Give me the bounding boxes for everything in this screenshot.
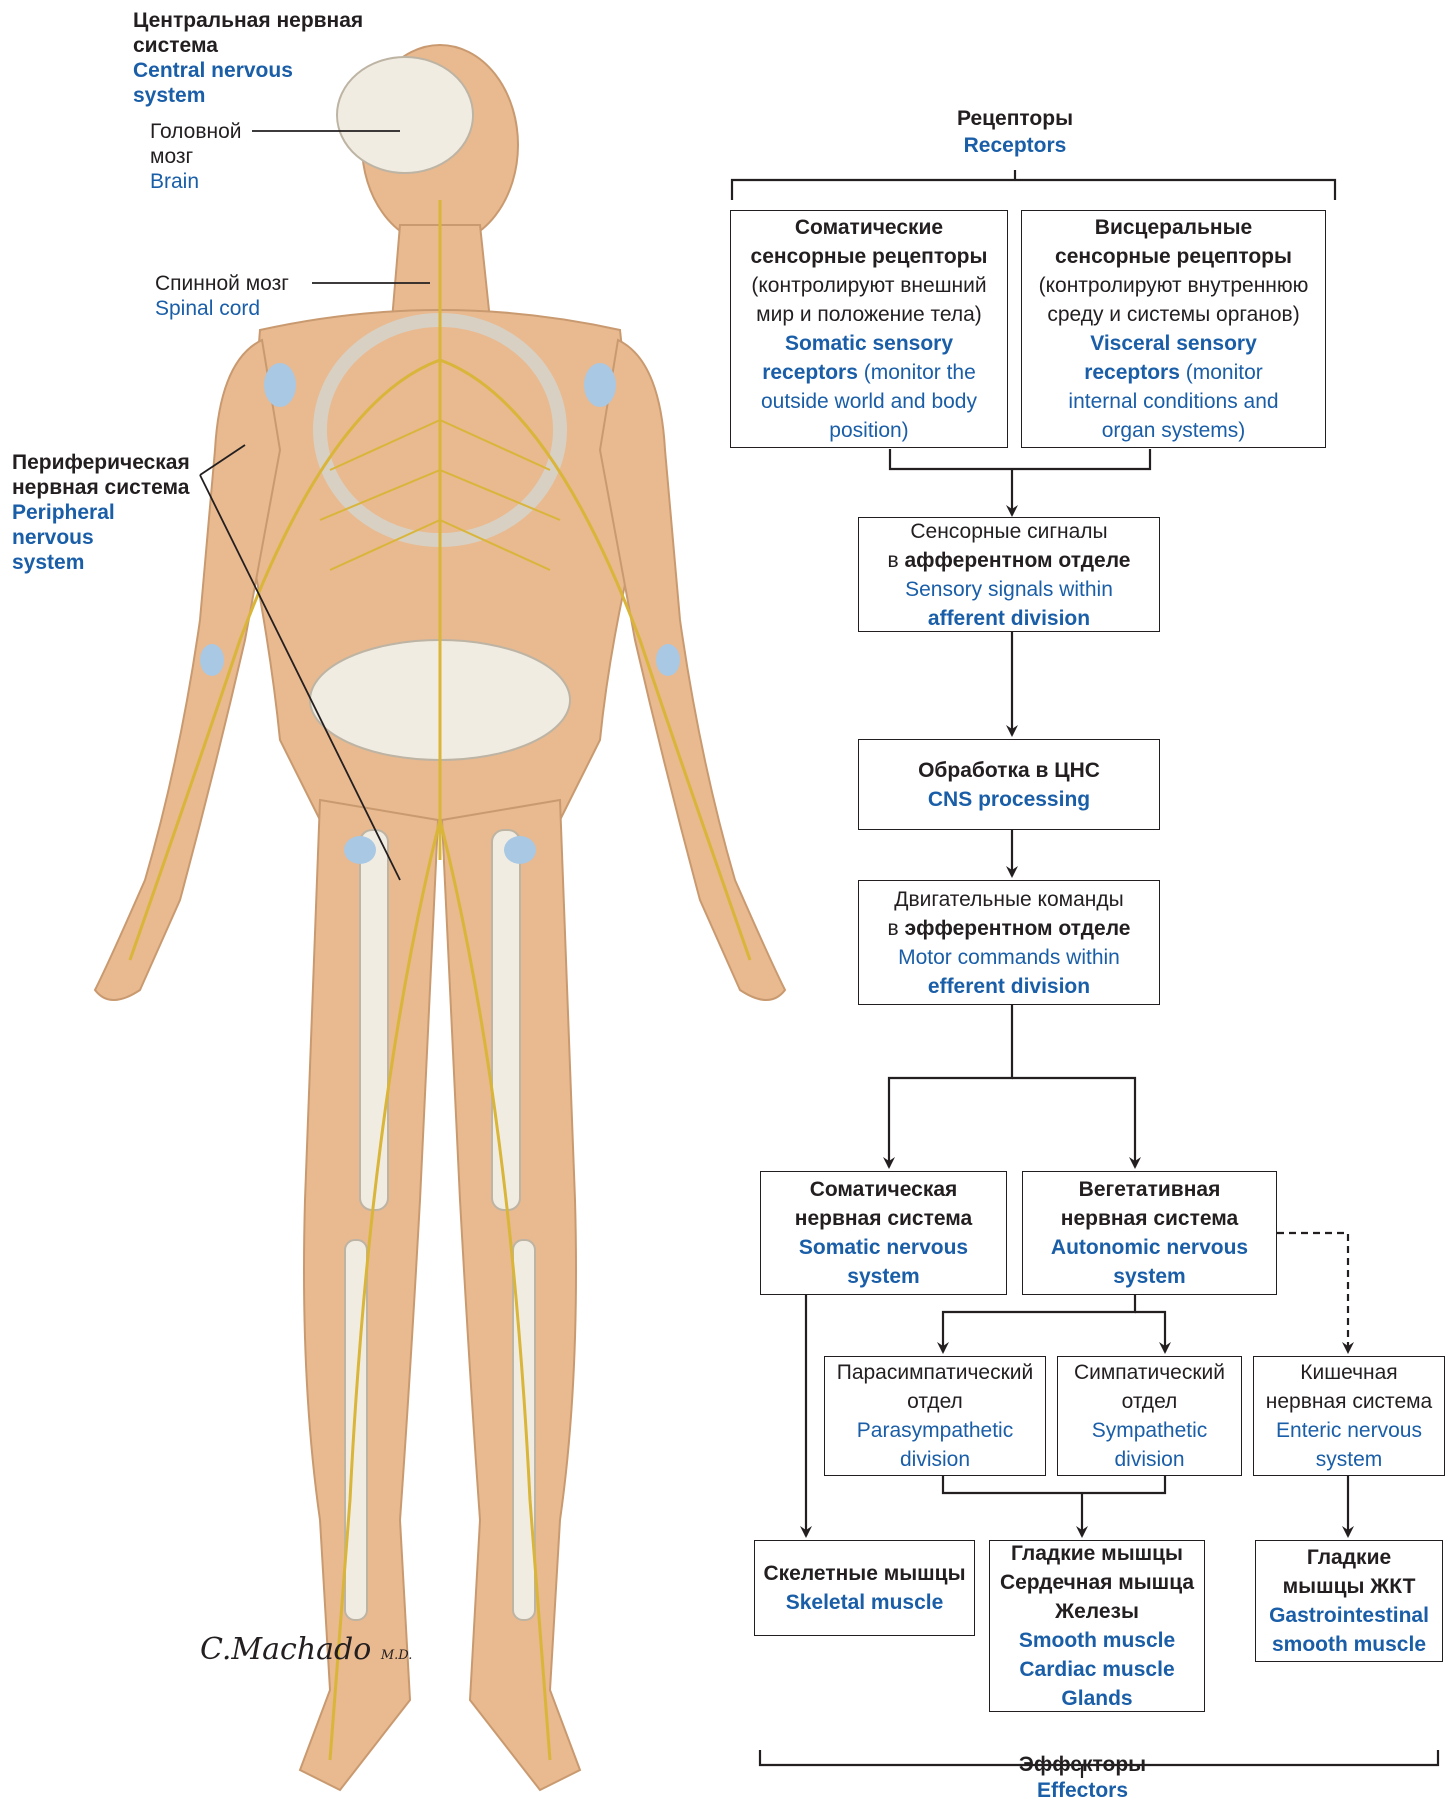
- sympathetic-division-box: Симпатический отдел Sympathetic division: [1057, 1356, 1242, 1476]
- parasympathetic-en: Parasympathetic: [857, 1416, 1013, 1445]
- autonomic-ns-en: Autonomic nervous: [1051, 1233, 1248, 1262]
- cardiac-ru: Сердечная мышца: [1000, 1568, 1194, 1597]
- afferent-ru: Сенсорные сигналы: [910, 517, 1107, 546]
- efferent-ru: Двигательные команды: [894, 885, 1123, 914]
- autonomic-ns-ru-2: нервная система: [1061, 1204, 1238, 1233]
- visceral-receptors-en: Visceral sensory: [1090, 329, 1257, 358]
- somatic-receptors-en: Somatic sensory: [785, 329, 953, 358]
- gi-en-2: smooth muscle: [1272, 1630, 1426, 1659]
- skeletal-ru: Скелетные мышцы: [763, 1559, 965, 1588]
- cns-processing-en: CNS processing: [928, 785, 1090, 814]
- enteric-nervous-system-box: Кишечная нервная система Enteric nervous…: [1253, 1356, 1445, 1476]
- efferent-ru-2: в эфферентном отделе: [888, 914, 1131, 943]
- glands-ru: Железы: [1055, 1597, 1139, 1626]
- enteric-ru-2: нервная система: [1266, 1387, 1433, 1416]
- cns-processing-ru: Обработка в ЦНС: [918, 756, 1100, 785]
- cns-processing-box: Обработка в ЦНС CNS processing: [858, 739, 1160, 830]
- parasympathetic-division-box: Парасимпатический отдел Parasympathetic …: [824, 1356, 1046, 1476]
- skeletal-en: Skeletal muscle: [786, 1588, 944, 1617]
- smooth-cardiac-glands-box: Гладкие мышцы Сердечная мышца Железы Smo…: [989, 1540, 1205, 1712]
- sympathetic-en: Sympathetic: [1092, 1416, 1208, 1445]
- somatic-ns-en-2: system: [847, 1262, 919, 1291]
- afferent-division-box: Сенсорные сигналы в афферентном отделе S…: [858, 517, 1160, 632]
- sympathetic-en-2: division: [1114, 1445, 1184, 1474]
- gi-ru-2: мышцы ЖКТ: [1283, 1572, 1416, 1601]
- skeletal-muscle-box: Скелетные мышцы Skeletal muscle: [754, 1540, 975, 1636]
- cardiac-en: Cardiac muscle: [1019, 1655, 1174, 1684]
- visceral-receptors-title-2: сенсорные рецепторы: [1055, 242, 1292, 271]
- glands-en: Glands: [1061, 1684, 1132, 1713]
- afferent-ru-bold: афферентном отделе: [905, 549, 1131, 572]
- somatic-ns-en: Somatic nervous: [799, 1233, 968, 1262]
- visceral-receptors-en-4: organ systems): [1102, 416, 1246, 445]
- gi-en: Gastrointestinal: [1269, 1601, 1429, 1630]
- somatic-receptors-en-3: outside world and body: [761, 387, 977, 416]
- somatic-ns-ru-2: нервная система: [795, 1204, 972, 1233]
- enteric-en: Enteric nervous: [1276, 1416, 1422, 1445]
- receptors-heading: Рецепторы Receptors: [900, 105, 1130, 159]
- somatic-receptors-desc: (контролируют внешний: [751, 271, 986, 300]
- somatic-nervous-system-box: Соматическая нервная система Somatic ner…: [760, 1171, 1007, 1295]
- autonomic-ns-en-2: system: [1113, 1262, 1185, 1291]
- somatic-ns-ru: Соматическая: [810, 1175, 958, 1204]
- afferent-en: Sensory signals within: [905, 575, 1113, 604]
- enteric-ru: Кишечная: [1300, 1358, 1397, 1387]
- visceral-receptors-en-2: receptors (monitor: [1084, 358, 1263, 387]
- sympathetic-ru: Симпатический: [1074, 1358, 1225, 1387]
- receptors-en: Receptors: [900, 132, 1130, 159]
- visceral-receptors-en-rest: (monitor: [1180, 361, 1263, 384]
- visceral-receptors-en-bold: receptors: [1084, 361, 1180, 384]
- efferent-division-box: Двигательные команды в эфферентном отдел…: [858, 880, 1160, 1005]
- receptors-ru: Рецепторы: [900, 105, 1130, 132]
- somatic-receptors-en-bold: receptors: [762, 361, 858, 384]
- somatic-receptors-en-4: position): [829, 416, 908, 445]
- somatic-receptors-en-rest: (monitor the: [858, 361, 976, 384]
- somatic-receptors-title: Соматические: [795, 213, 943, 242]
- afferent-ru-pre: в: [888, 549, 905, 572]
- afferent-en-2: afferent division: [928, 604, 1090, 633]
- efferent-ru-bold: эфферентном отделе: [905, 917, 1131, 940]
- effectors-heading: Эффекторы Effectors: [970, 1752, 1195, 1804]
- efferent-ru-pre: в: [888, 917, 905, 940]
- somatic-receptors-box: Соматические сенсорные рецепторы (контро…: [730, 210, 1008, 448]
- enteric-en-2: system: [1316, 1445, 1383, 1474]
- smooth-en: Smooth muscle: [1019, 1626, 1175, 1655]
- sympathetic-ru-2: отдел: [1122, 1387, 1178, 1416]
- parasympathetic-ru-2: отдел: [907, 1387, 963, 1416]
- afferent-ru-2: в афферентном отделе: [888, 546, 1131, 575]
- gi-ru: Гладкие: [1307, 1543, 1391, 1572]
- somatic-receptors-en-2: receptors (monitor the: [762, 358, 976, 387]
- autonomic-nervous-system-box: Вегетативная нервная система Autonomic n…: [1022, 1171, 1277, 1295]
- visceral-receptors-box: Висцеральные сенсорные рецепторы (контро…: [1021, 210, 1326, 448]
- efferent-en: Motor commands within: [898, 943, 1120, 972]
- effectors-en: Effectors: [970, 1778, 1195, 1804]
- somatic-receptors-title-2: сенсорные рецепторы: [751, 242, 988, 271]
- efferent-en-2: efferent division: [928, 972, 1090, 1001]
- visceral-receptors-title: Висцеральные: [1095, 213, 1252, 242]
- smooth-ru: Гладкие мышцы: [1011, 1539, 1183, 1568]
- gi-smooth-muscle-box: Гладкие мышцы ЖКТ Gastrointestinal smoot…: [1255, 1540, 1443, 1662]
- visceral-receptors-en-3: internal conditions and: [1068, 387, 1278, 416]
- parasympathetic-en-2: division: [900, 1445, 970, 1474]
- visceral-receptors-desc: (контролируют внутреннюю: [1039, 271, 1309, 300]
- effectors-ru: Эффекторы: [970, 1752, 1195, 1778]
- somatic-receptors-desc-2: мир и положение тела): [756, 300, 982, 329]
- parasympathetic-ru: Парасимпатический: [837, 1358, 1034, 1387]
- autonomic-ns-ru: Вегетативная: [1079, 1175, 1221, 1204]
- visceral-receptors-desc-2: среду и системы органов): [1047, 300, 1299, 329]
